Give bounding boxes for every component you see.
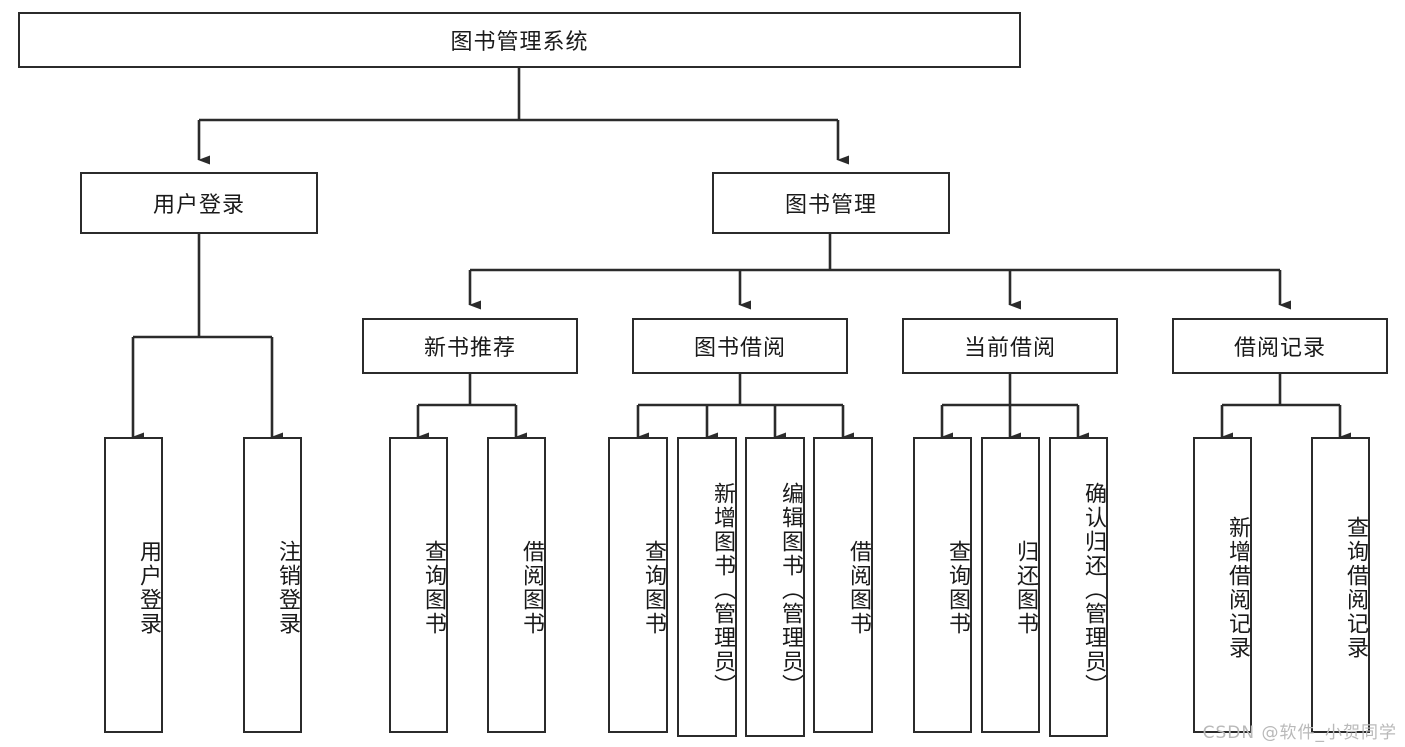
node-leaf-add-borrow-record[interactable]: 新增借阅记录 bbox=[1193, 437, 1252, 733]
node-label: 注销登录 bbox=[275, 540, 300, 636]
node-label: 查询图书 bbox=[945, 540, 970, 636]
node-label: 用户登录 bbox=[152, 193, 245, 218]
node-book-borrow[interactable]: 图书借阅 bbox=[632, 318, 848, 374]
node-label: 当前借阅 bbox=[963, 336, 1056, 361]
node-leaf-borrow-book[interactable]: 借阅图书 bbox=[813, 437, 873, 733]
node-label: 新增借阅记录 bbox=[1225, 516, 1250, 660]
node-leaf-return-book[interactable]: 归还图书 bbox=[981, 437, 1040, 733]
node-label: 查询图书 bbox=[421, 540, 446, 636]
node-label: 编辑图书（管理员） bbox=[778, 482, 803, 698]
node-label: 查询图书 bbox=[641, 540, 666, 636]
node-label: 借阅记录 bbox=[1233, 336, 1326, 361]
node-leaf-logout[interactable]: 注销登录 bbox=[243, 437, 302, 733]
node-label: 确认归还（管理员） bbox=[1081, 482, 1106, 698]
node-label: 查询借阅记录 bbox=[1343, 516, 1368, 660]
node-label: 归还图书 bbox=[1013, 540, 1038, 636]
node-label: 图书管理系统 bbox=[450, 30, 589, 55]
node-leaf-add-book-admin[interactable]: 新增图书（管理员） bbox=[677, 437, 737, 737]
node-label: 新书推荐 bbox=[423, 336, 516, 361]
node-book-management[interactable]: 图书管理 bbox=[712, 172, 950, 234]
node-label: 借阅图书 bbox=[846, 540, 871, 636]
node-current-borrow[interactable]: 当前借阅 bbox=[902, 318, 1118, 374]
node-leaf-confirm-return-admin[interactable]: 确认归还（管理员） bbox=[1049, 437, 1108, 737]
node-label: 借阅图书 bbox=[519, 540, 544, 636]
node-label: 图书借阅 bbox=[693, 336, 786, 361]
node-leaf-query-book-borrow[interactable]: 查询图书 bbox=[608, 437, 668, 733]
node-user-login[interactable]: 用户登录 bbox=[80, 172, 318, 234]
node-leaf-query-book-current[interactable]: 查询图书 bbox=[913, 437, 972, 733]
node-label: 新增图书（管理员） bbox=[710, 482, 735, 698]
node-borrow-record[interactable]: 借阅记录 bbox=[1172, 318, 1388, 374]
node-leaf-query-borrow-record[interactable]: 查询借阅记录 bbox=[1311, 437, 1370, 733]
node-leaf-borrow-book-recommend[interactable]: 借阅图书 bbox=[487, 437, 546, 733]
node-label: 用户登录 bbox=[136, 540, 161, 636]
watermark-text: CSDN @软件_小贺同学 bbox=[1202, 723, 1397, 743]
node-leaf-edit-book-admin[interactable]: 编辑图书（管理员） bbox=[745, 437, 805, 737]
node-root-book-management-system[interactable]: 图书管理系统 bbox=[18, 12, 1021, 68]
node-leaf-user-login[interactable]: 用户登录 bbox=[104, 437, 163, 733]
node-leaf-query-book-recommend[interactable]: 查询图书 bbox=[389, 437, 448, 733]
node-new-book-recommend[interactable]: 新书推荐 bbox=[362, 318, 578, 374]
node-label: 图书管理 bbox=[784, 193, 877, 218]
